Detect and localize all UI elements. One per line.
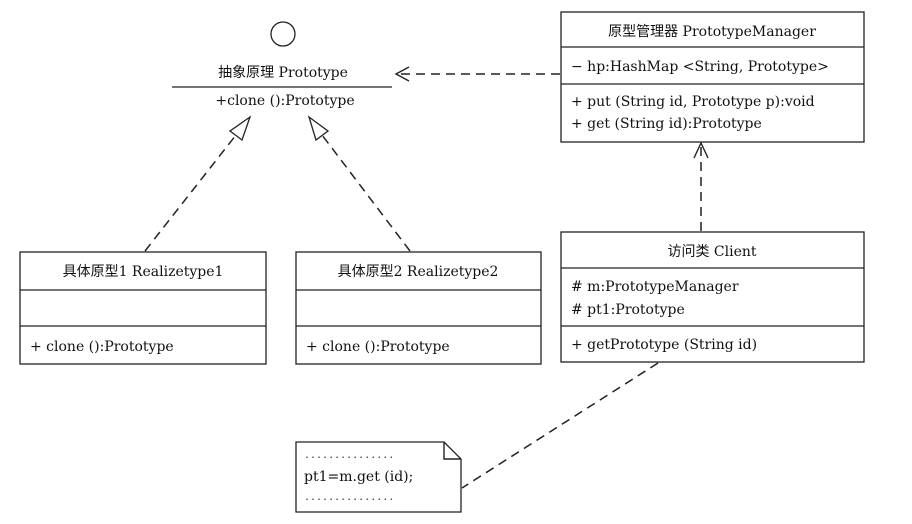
client-box bbox=[560, 231, 865, 363]
prototype-operation: +clone ():Prototype bbox=[215, 93, 354, 109]
realizetype2-box bbox=[295, 251, 542, 365]
note-anchor-line bbox=[461, 362, 659, 489]
prototype-manager-class: 原型管理器 PrototypeManager − hp:HashMap <Str… bbox=[560, 11, 865, 143]
realizetype2-name: 具体原型2 Realizetype2 bbox=[338, 264, 499, 280]
prototype-name: 抽象原理 Prototype bbox=[218, 65, 348, 81]
prototype-manager-box bbox=[560, 11, 865, 143]
client-attribute-pt1: # pt1:Prototype bbox=[571, 302, 685, 318]
prototype-manager-name: 原型管理器 PrototypeManager bbox=[608, 24, 816, 40]
realizetype1-class: 具体原型1 Realizetype1 + clone ():Prototype bbox=[19, 251, 267, 365]
client-operation: + getPrototype (String id) bbox=[571, 337, 757, 353]
realizetype1-name: 具体原型1 Realizetype1 bbox=[63, 264, 224, 280]
realization-hollow-triangle-icon-2 bbox=[307, 115, 330, 142]
dependency-manager-to-prototype bbox=[394, 66, 560, 82]
prototype-manager-op-put: + put (String id, Prototype p):void bbox=[571, 94, 815, 110]
prototype-manager-op-get: + get (String id):Prototype bbox=[571, 116, 762, 132]
realization-arrow-2 bbox=[307, 115, 411, 252]
realization-hollow-triangle-icon-1 bbox=[228, 115, 252, 142]
realizetype2-class: 具体原型2 Realizetype2 + clone ():Prototype bbox=[295, 251, 542, 365]
realizetype1-box bbox=[19, 251, 267, 365]
note-shape bbox=[295, 441, 462, 513]
interface-circle-icon bbox=[270, 21, 296, 47]
code-note: ............... pt1=m.get (id); ........… bbox=[295, 441, 462, 513]
client-class: 访问类 Client # m:PrototypeManager # pt1:Pr… bbox=[560, 231, 865, 363]
note-dots-bottom: ............... bbox=[304, 492, 394, 503]
realization-arrow-1 bbox=[144, 115, 252, 252]
client-attribute-m: # m:PrototypeManager bbox=[571, 279, 739, 295]
note-code: pt1=m.get (id); bbox=[304, 469, 413, 485]
realization-line-2 bbox=[321, 134, 411, 252]
realizetype2-operation: + clone ():Prototype bbox=[306, 339, 450, 355]
open-arrowhead-icon-client bbox=[693, 141, 709, 159]
note-dots-top: ............... bbox=[304, 450, 394, 461]
dependency-client-to-manager bbox=[693, 141, 709, 231]
prototype-interface: 抽象原理 Prototype +clone ():Prototype bbox=[172, 21, 392, 109]
note-fold-icon bbox=[443, 442, 461, 460]
prototype-manager-attribute: − hp:HashMap <String, Prototype> bbox=[571, 59, 829, 75]
realizetype1-operation: + clone ():Prototype bbox=[30, 339, 174, 355]
open-arrowhead-icon-manager bbox=[394, 66, 410, 82]
client-name: 访问类 Client bbox=[667, 244, 756, 260]
realization-line-1 bbox=[144, 134, 237, 252]
